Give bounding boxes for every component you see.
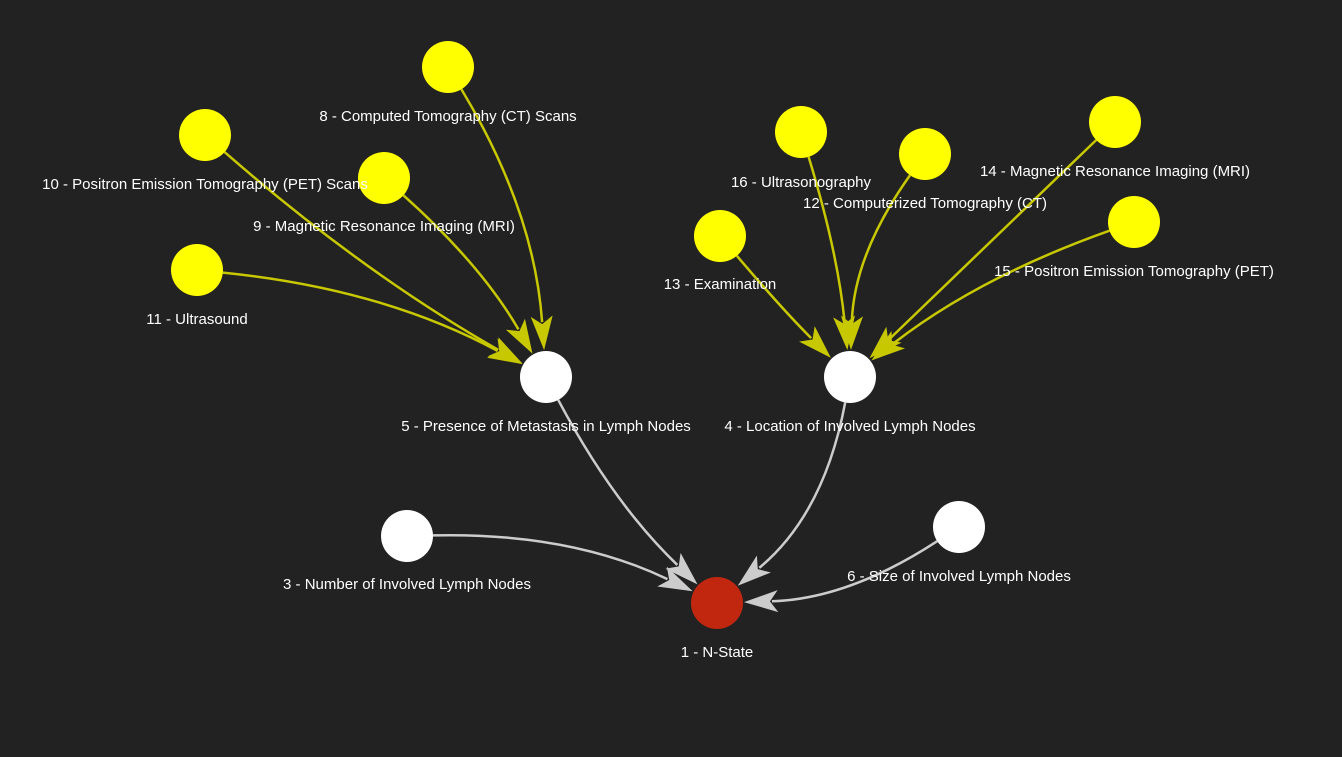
node-n6-node-circle[interactable] [933,501,985,553]
edges-layer [222,88,1110,613]
edge-n8-n5[interactable] [460,88,544,323]
arrowhead-icon [799,326,831,358]
arrowhead-icon [871,330,905,361]
node-label-n5: 5 - Presence of Metastasis in Lymph Node… [401,418,691,435]
node-n1-root-node-circle[interactable] [691,577,743,629]
node-label-n9: 9 - Magnetic Resonance Imaging (MRI) [253,218,515,235]
arrowhead-icon [487,338,523,365]
arrowhead-icon [665,552,698,585]
node-label-n4: 4 - Location of Involved Lymph Nodes [724,418,975,435]
arrowhead-icon [743,590,779,613]
node-n16-node-circle[interactable] [775,106,827,158]
edge-n15-n4[interactable] [892,229,1110,345]
edge-n14-n4[interactable] [888,139,1098,340]
node-n15-node-circle[interactable] [1108,196,1160,248]
node-label-n6: 6 - Size of Involved Lymph Nodes [847,568,1071,585]
node-n9-node-circle[interactable] [358,152,410,204]
node-n12-node-circle[interactable] [899,128,951,180]
node-label-n3: 3 - Number of Involved Lymph Nodes [283,576,531,593]
node-n13-node-circle[interactable] [694,210,746,262]
edge-n13-n4[interactable] [735,254,813,339]
edge-n16-n4[interactable] [807,156,846,323]
node-n11-node-circle[interactable] [171,244,223,296]
edge-n12-n4[interactable] [850,174,912,323]
edge-n10-n5[interactable] [223,151,499,351]
node-n4-node-circle[interactable] [824,351,876,403]
node-label-n8: 8 - Computed Tomography (CT) Scans [319,108,576,125]
node-label-n13: 13 - Examination [664,276,777,293]
edge-n3-n1[interactable] [432,533,668,581]
nodes-layer [171,41,1160,629]
node-label-n1: 1 - N-State [681,644,754,661]
node-label-n11: 11 - Ultrasound [146,311,247,328]
edge-n6-n1[interactable] [771,540,938,603]
arrowhead-icon [833,315,855,351]
node-n10-node-circle[interactable] [179,109,231,161]
node-label-n16: 16 - Ultrasonography [731,174,872,191]
arrowhead-icon [737,555,771,586]
edge-n5-n1[interactable] [557,399,679,566]
labels-layer: 1 - N-State 3 - Number of Involved Lymph … [42,108,1274,661]
edge-n11-n5[interactable] [222,271,499,352]
arrowhead-icon [530,315,553,351]
node-label-n15: 15 - Positron Emission Tomography (PET) [994,263,1274,280]
edge-n9-n5[interactable] [402,194,520,331]
arrowhead-icon [505,318,533,354]
node-n5-node-circle[interactable] [520,351,572,403]
node-label-n12: 12 - Computerized Tomography (CT) [803,195,1047,212]
node-n8-node-circle[interactable] [422,41,474,93]
node-label-n14: 14 - Magnetic Resonance Imaging (MRI) [980,163,1250,180]
arrowhead-icon [657,566,693,592]
node-n14-node-circle[interactable] [1089,96,1141,148]
edge-n4-n1[interactable] [758,402,847,569]
node-label-n10: 10 - Positron Emission Tomography (PET) … [42,176,368,193]
node-n3-node-circle[interactable] [381,510,433,562]
